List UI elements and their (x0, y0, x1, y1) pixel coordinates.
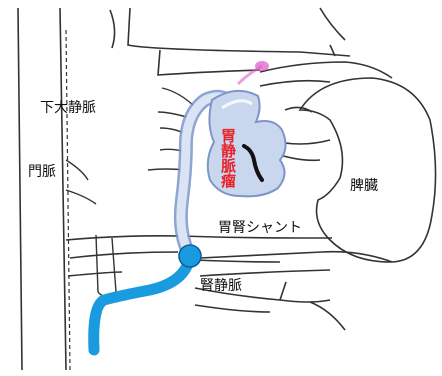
ivc-vessel (17, 7, 67, 371)
label-gastric-varix-group: 胃静脈瘤 (219, 128, 237, 189)
label-ivc: 下大静脈 (40, 100, 96, 116)
balloon-marker (178, 244, 202, 268)
varix-highlight (221, 99, 253, 110)
label-renal-vein: 腎静脈 (200, 278, 242, 294)
label-gastrorenal-shunt: 胃腎シャント (218, 220, 302, 236)
shunt-vessels (65, 235, 393, 277)
varix-inner-line (242, 144, 264, 182)
upper-vessels (109, 7, 351, 76)
catheter (88, 250, 196, 356)
spleen-outline (298, 77, 437, 263)
label-gastric-varix: 胃静脈瘤 (219, 128, 237, 189)
portal-vein-line (65, 29, 71, 371)
label-spleen: 脾臓 (350, 178, 378, 194)
gastric-varix (206, 89, 287, 198)
renal-vein-lines (194, 259, 346, 331)
coil-tip-line (236, 64, 263, 86)
splenic-vessels (259, 61, 393, 162)
collateral-vessel-inner (176, 92, 237, 257)
label-portal-vein: 門脈 (28, 164, 56, 180)
